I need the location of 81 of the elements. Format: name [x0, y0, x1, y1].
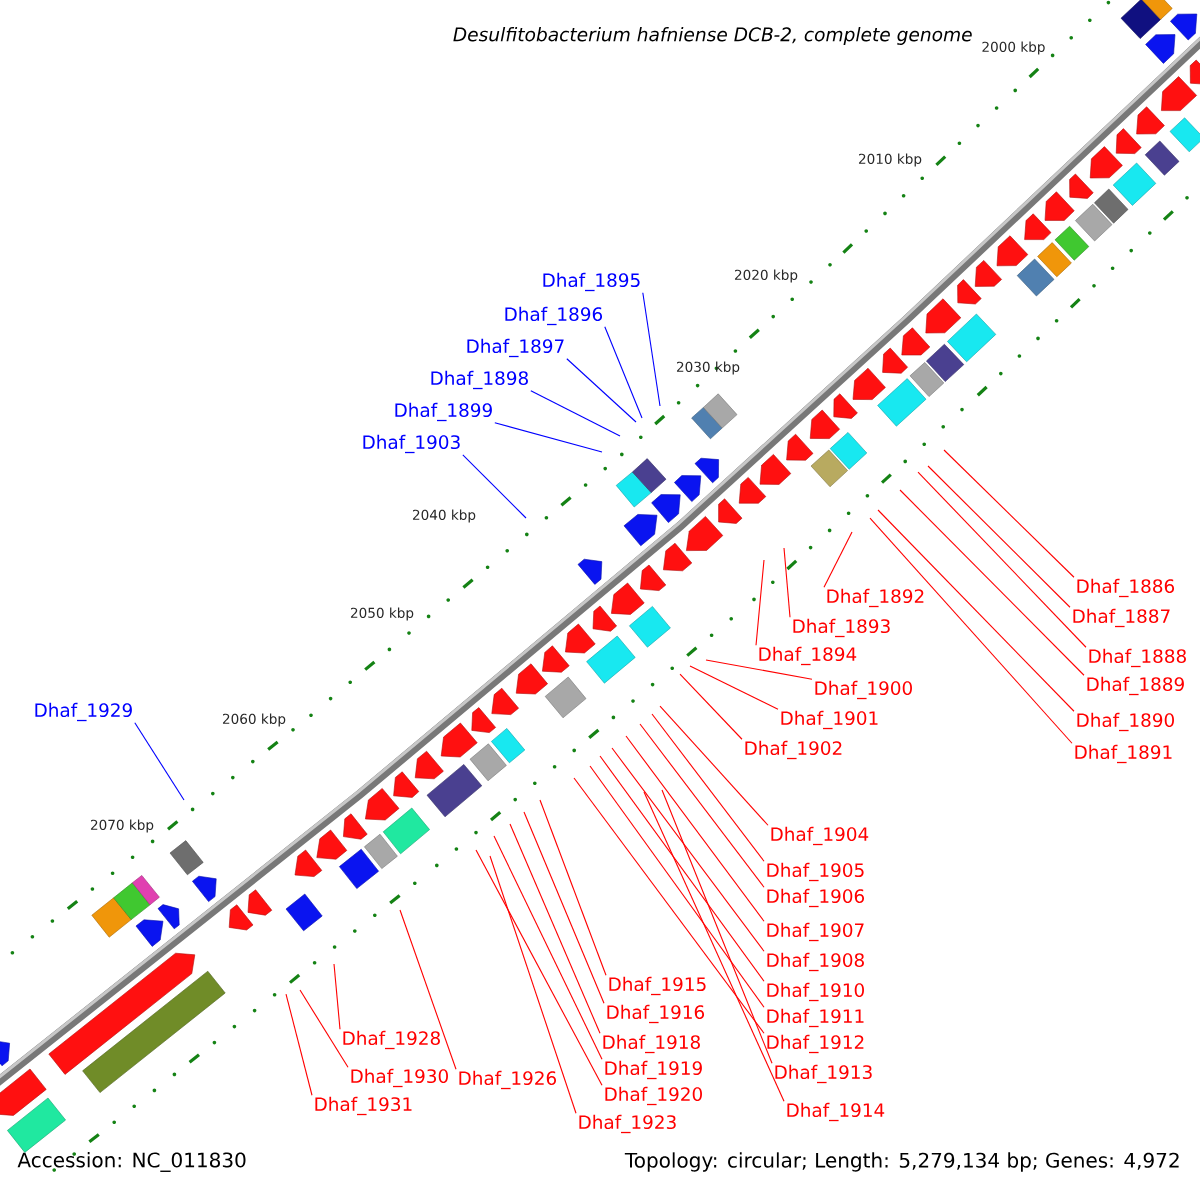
- leader-line: [639, 723, 765, 888]
- leader-line: [566, 358, 637, 423]
- gene-label: Dhaf_1930: [351, 1068, 448, 1088]
- leader-line: [494, 422, 603, 453]
- gene-label: Dhaf_1931: [315, 1096, 412, 1116]
- gene-label: Dhaf_1900: [815, 680, 912, 700]
- gene-label: Dhaf_1895: [543, 272, 640, 292]
- gene-label: Dhaf_1919: [605, 1060, 702, 1080]
- gene-label: Dhaf_1912: [767, 1034, 864, 1054]
- gene-label: Dhaf_1914: [787, 1102, 885, 1122]
- gene-label: Dhaf_1888: [1089, 648, 1186, 668]
- leader-line: [493, 835, 603, 1060]
- gene-label: Dhaf_1916: [607, 1004, 705, 1024]
- gene-label: Dhaf_1889: [1087, 676, 1184, 696]
- gene-label: Dhaf_1929: [35, 702, 132, 722]
- leader-line: [823, 531, 853, 588]
- leader-line: [625, 735, 765, 922]
- leader-line: [899, 489, 1085, 676]
- leader-line: [689, 665, 779, 710]
- gene-label: Dhaf_1898: [431, 370, 528, 390]
- gene-label: Dhaf_1890: [1077, 712, 1174, 732]
- gene-label: Dhaf_1926: [459, 1070, 557, 1090]
- leader-line: [643, 791, 785, 1102]
- gene-label: Dhaf_1899: [395, 402, 492, 422]
- gene-label: Dhaf_1892: [827, 588, 924, 608]
- gene-label: Dhaf_1897: [467, 338, 564, 358]
- leader-line: [475, 849, 603, 1086]
- gene-label: Dhaf_1913: [775, 1064, 872, 1084]
- leader-line: [489, 855, 577, 1114]
- gene-label: Dhaf_1904: [771, 826, 869, 846]
- leader-line: [869, 517, 1073, 744]
- leader-line: [399, 909, 457, 1070]
- leader-line: [589, 765, 765, 1008]
- gene-label: Dhaf_1903: [363, 434, 460, 454]
- gene-label: Dhaf_1910: [767, 982, 864, 1002]
- leader-line: [783, 547, 791, 618]
- title: Desulfitobacterium hafniense DCB-2, complete genome: [453, 27, 972, 45]
- leader-line: [611, 747, 765, 952]
- gene-label: Dhaf_1907: [767, 922, 864, 942]
- gene-label: Dhaf_1896: [505, 306, 603, 326]
- leader-line: [943, 449, 1075, 578]
- gene-label: Dhaf_1928: [343, 1030, 440, 1050]
- gene-label: Dhaf_1918: [603, 1034, 700, 1054]
- leader-line: [509, 823, 601, 1034]
- gene-label: Dhaf_1893: [793, 618, 890, 638]
- leader-line: [299, 989, 349, 1068]
- leader-line: [599, 755, 765, 982]
- leader-line: [604, 326, 643, 419]
- leader-line: [642, 292, 661, 407]
- gene-label: Dhaf_1920: [605, 1086, 702, 1106]
- leader-line: [877, 509, 1075, 712]
- gene-label: Dhaf_1905: [767, 862, 864, 882]
- leader-line: [679, 673, 743, 740]
- gene-label: Dhaf_1894: [759, 646, 857, 666]
- leader-line: [755, 559, 765, 646]
- leader-line: [661, 789, 773, 1064]
- accession-text: Accession: NC_011830: [17, 1152, 246, 1172]
- leader-line: [927, 465, 1071, 608]
- gene-label: Dhaf_1908: [767, 952, 864, 972]
- leader-line: [651, 713, 765, 862]
- leader-line: [539, 799, 607, 976]
- leader-line: [333, 963, 341, 1030]
- gene-label: Dhaf_1901: [781, 710, 878, 730]
- leader-line: [659, 705, 769, 826]
- gene-label: Dhaf_1902: [745, 740, 842, 760]
- gene-label: Dhaf_1906: [767, 888, 865, 908]
- leader-line: [462, 454, 527, 519]
- leader-line: [134, 722, 185, 801]
- gene-label: Dhaf_1891: [1075, 744, 1172, 764]
- leader-line: [917, 471, 1087, 648]
- gene-label: Dhaf_1915: [609, 976, 706, 996]
- genome-info-text: Topology: circular; Length: 5,279,134 bp; Genes: 4,972: [624, 1152, 1179, 1172]
- gene-label: Dhaf_1887: [1073, 608, 1170, 628]
- gene-label: Dhaf_1886: [1077, 578, 1175, 598]
- gene-label: Dhaf_1923: [579, 1114, 676, 1134]
- leader-line: [573, 777, 765, 1034]
- leader-line: [530, 390, 621, 437]
- leader-line: [705, 659, 813, 680]
- gene-label: Dhaf_1911: [767, 1008, 864, 1028]
- leader-line: [523, 811, 605, 1004]
- leader-line: [285, 993, 313, 1096]
